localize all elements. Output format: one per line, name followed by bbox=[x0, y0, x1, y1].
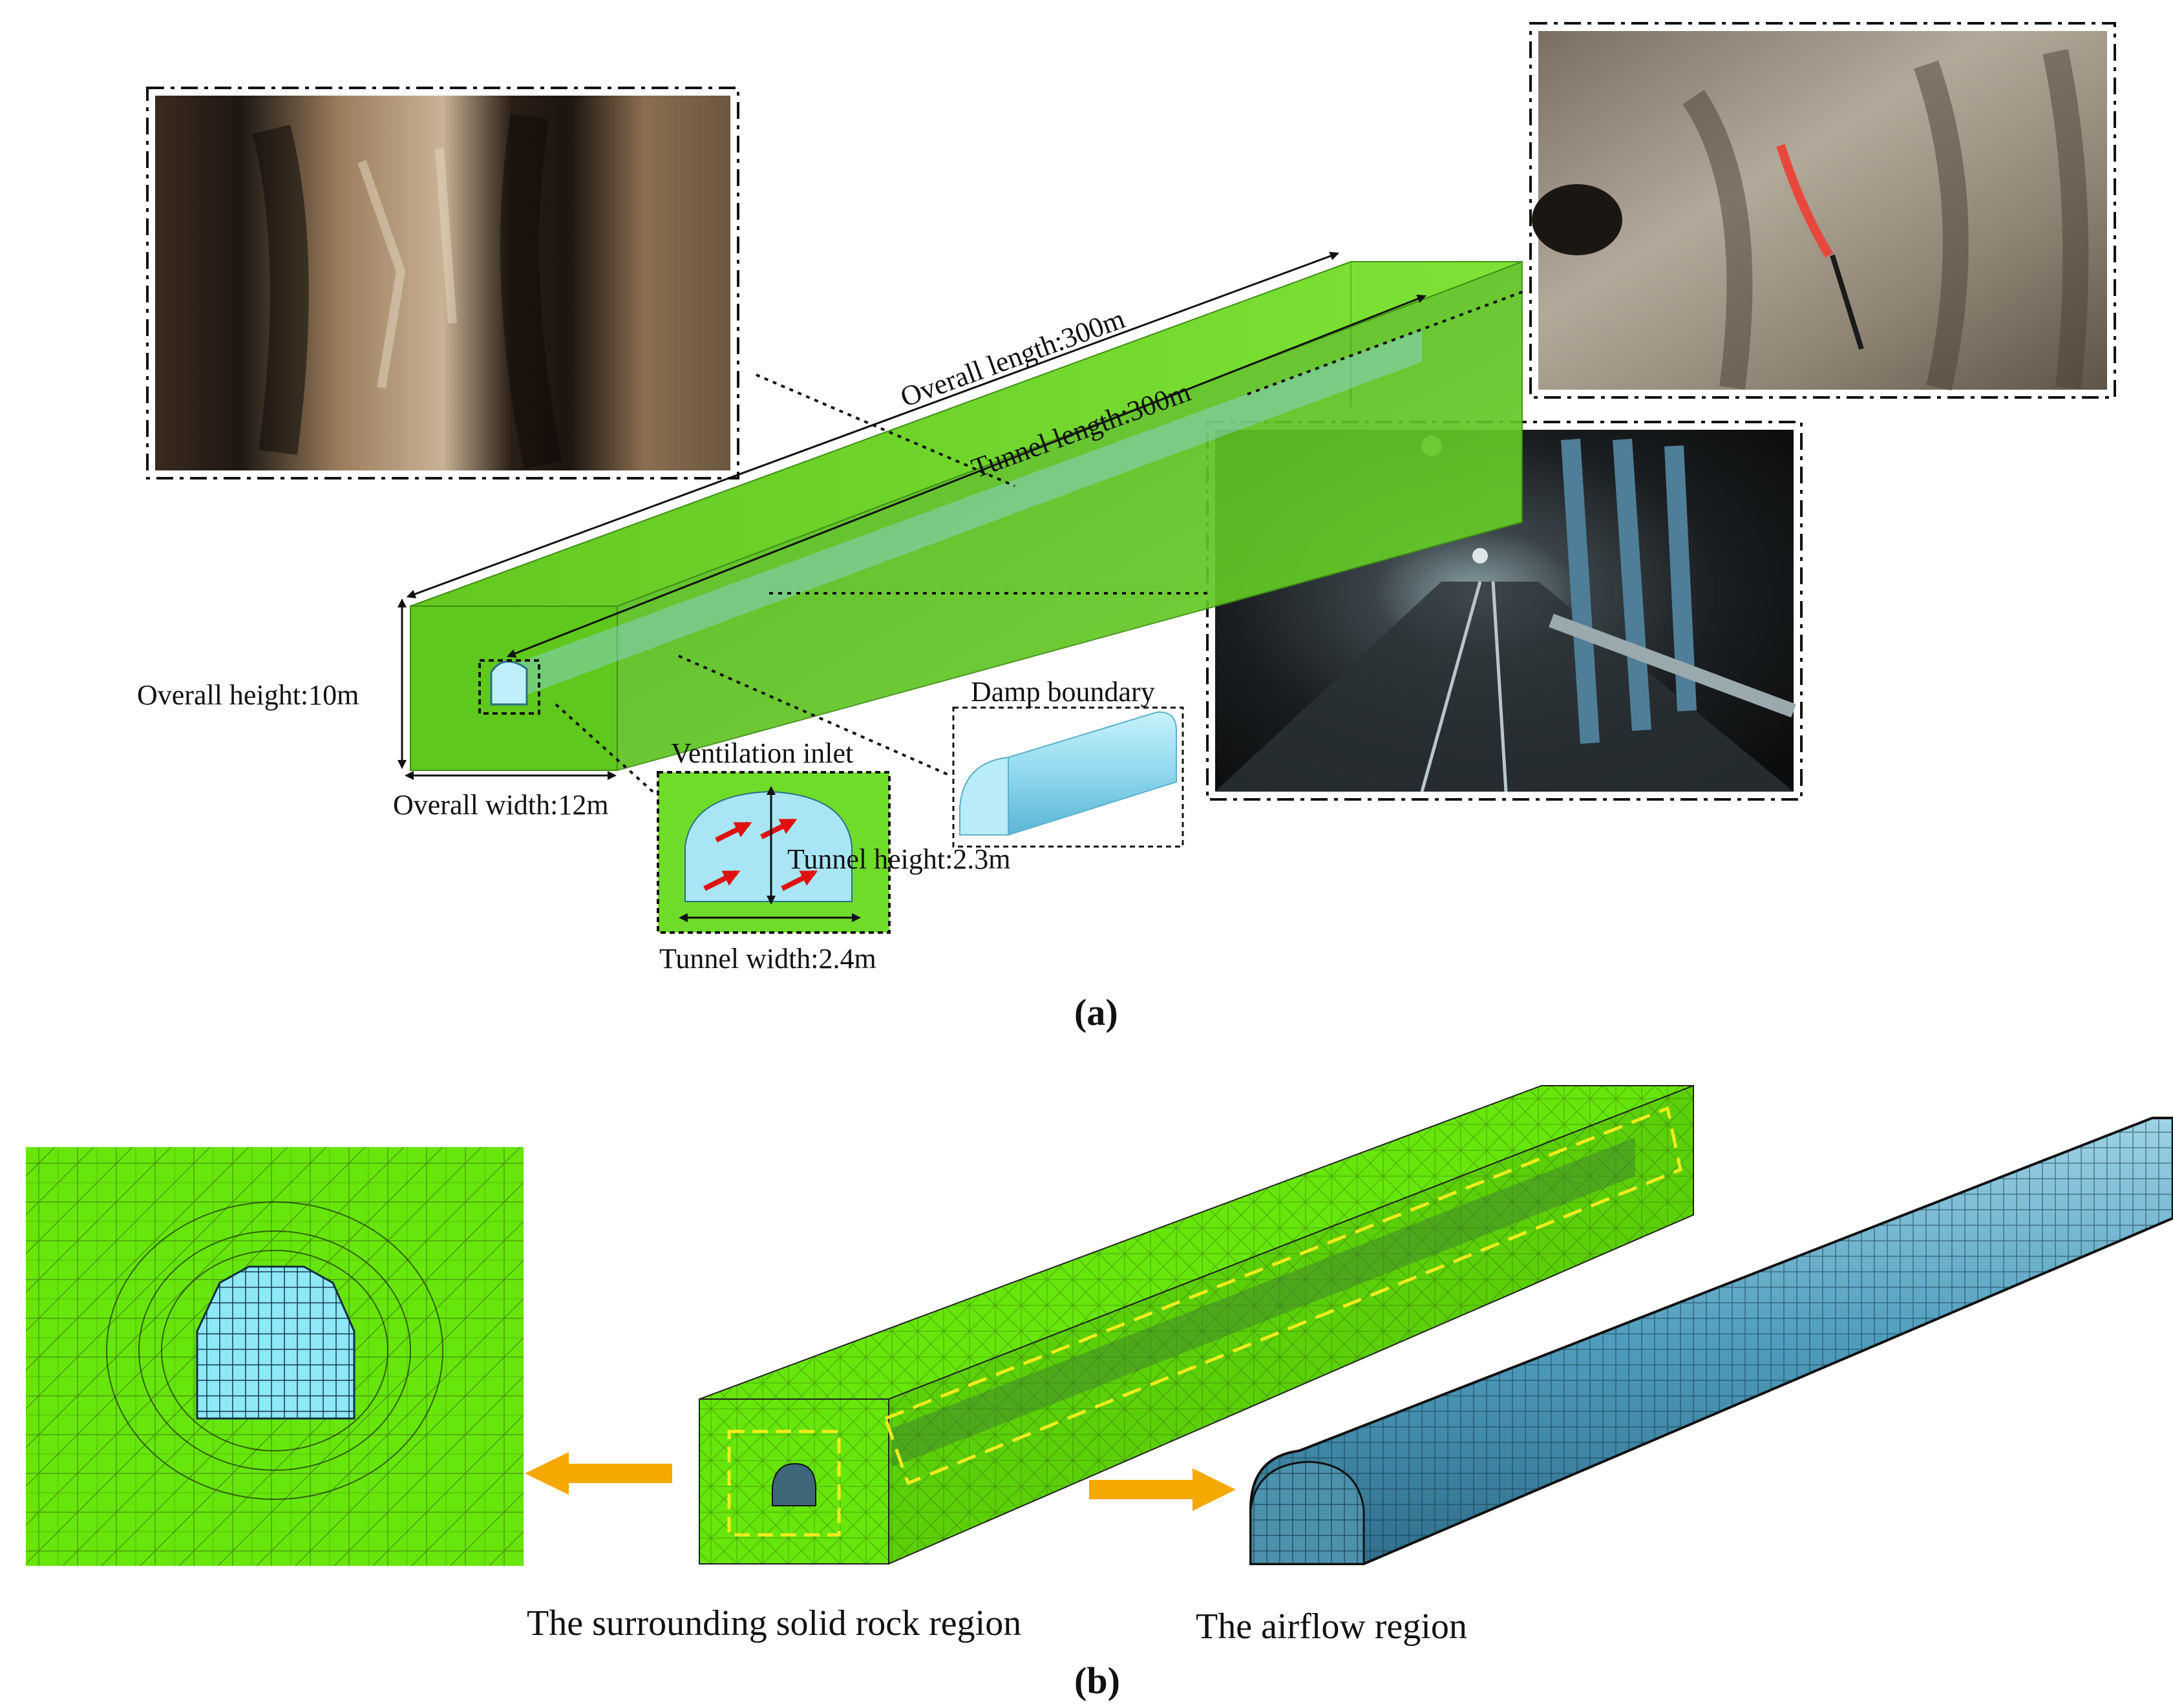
ventilation-inlet-label: Ventilation inlet bbox=[671, 737, 853, 769]
solid-rock-mesh-block bbox=[699, 1084, 1694, 1565]
tunnel-height-label: Tunnel height:2.3m bbox=[787, 843, 1011, 875]
overall-height-label: Overall height:10m bbox=[137, 679, 359, 711]
overall-width-label: Overall width:12m bbox=[393, 789, 609, 821]
ventilation-inlet-inset: Ventilation inlet Tunnel height:2.3m Tun… bbox=[657, 737, 1011, 975]
airflow-region-label: The airflow region bbox=[1196, 1607, 1467, 1647]
panel-b: The surrounding solid rock region The ai… bbox=[26, 1084, 2173, 1702]
solid-region-label: The surrounding solid rock region bbox=[527, 1603, 1021, 1643]
arrow-left-to-closeup bbox=[525, 1452, 672, 1495]
damp-boundary-label: Damp boundary bbox=[971, 676, 1155, 708]
tunnel-width-label: Tunnel width:2.4m bbox=[659, 943, 876, 975]
damp-boundary-inset: Damp boundary bbox=[952, 676, 1184, 848]
rock-wall-photo bbox=[146, 87, 739, 480]
arrow-right-to-airflow bbox=[1089, 1468, 1236, 1511]
panel-a: Overall length:300m Tunnel length:300m O… bbox=[137, 22, 2116, 1033]
airflow-mesh-tube bbox=[1249, 1117, 2173, 1565]
caption-a: (a) bbox=[1074, 991, 1118, 1033]
leader-lines bbox=[555, 290, 1526, 793]
inlet-mesh-closeup bbox=[26, 1147, 524, 1566]
caption-b: (b) bbox=[1074, 1660, 1120, 1702]
rock-face-cable-photo bbox=[1529, 22, 2116, 399]
tunnel-length-arrow bbox=[506, 294, 1426, 658]
